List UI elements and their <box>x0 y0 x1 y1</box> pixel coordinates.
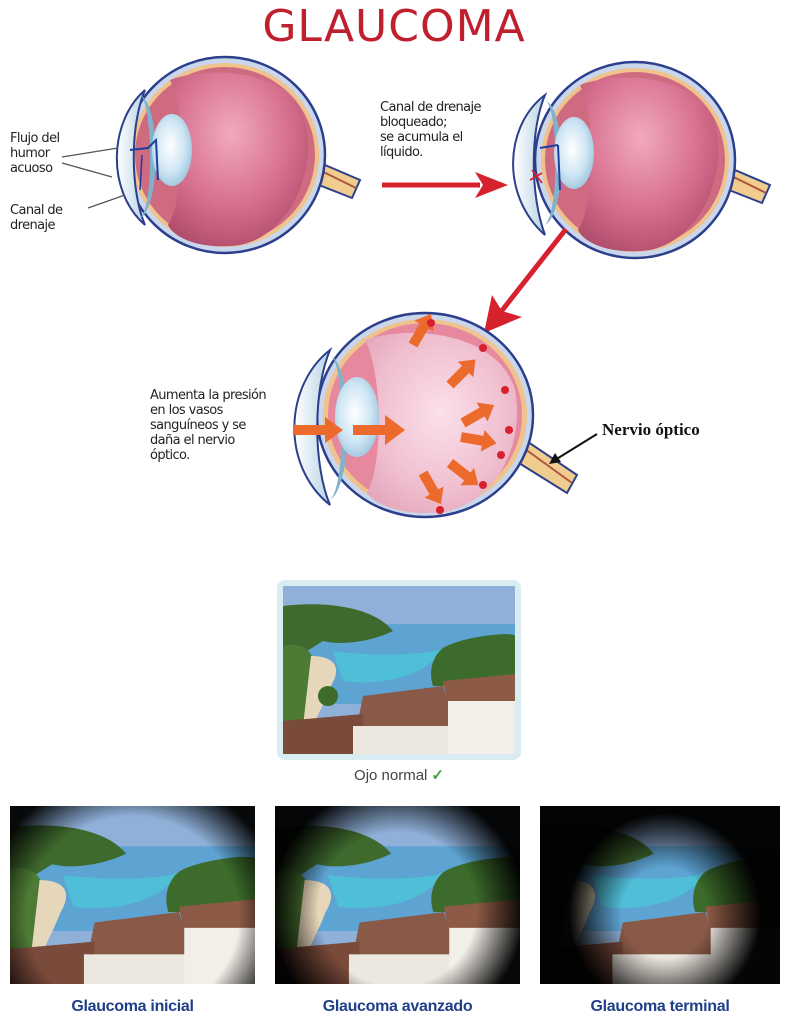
label-line: Canal de drenaje <box>380 100 482 115</box>
label-line: bloqueado; <box>380 115 447 130</box>
normal-vision-photo <box>283 586 515 754</box>
checkmark-icon: ✓ <box>431 767 444 784</box>
label-optic-nerve: Nervio óptico <box>602 420 700 439</box>
label-line: se acumula el <box>380 130 463 145</box>
label-line: drenaje <box>10 218 56 233</box>
stage-photo-advanced <box>275 806 520 984</box>
label-line: Flujo del <box>10 131 60 146</box>
stage-caption-advanced: Glaucoma avanzado <box>322 998 473 1015</box>
label-aqueous-flow: Flujo del humor acuoso <box>10 131 60 176</box>
arrow-right-icon <box>382 172 508 198</box>
normal-vision-caption: Ojo normal✓ <box>277 766 521 784</box>
arrow-down-left-icon <box>484 227 568 333</box>
label-line: Aumenta la presión <box>150 388 267 403</box>
leader-lines-eye-normal <box>61 147 126 209</box>
normal-vision-photo-frame <box>277 580 521 760</box>
stage-caption-terminal: Glaucoma terminal <box>590 998 730 1015</box>
label-line: sanguíneos y se <box>150 418 246 433</box>
stage-caption-initial: Glaucoma inicial <box>71 998 194 1015</box>
label-line: acuoso <box>10 161 53 176</box>
label-line: en los vasos <box>150 403 223 418</box>
label-line: daña el nervio <box>150 433 235 448</box>
eye-pressure-illustration <box>293 311 579 519</box>
label-pressure: Aumenta la presión en los vasos sanguíne… <box>150 388 267 463</box>
page-title: GLAUCOMA <box>262 1 526 52</box>
label-line: líquido. <box>380 145 423 160</box>
label-drainage-canal: Canal de drenaje <box>10 203 63 233</box>
stage-photo-initial <box>10 806 255 984</box>
label-line: Canal de <box>10 203 63 218</box>
caption-text: Ojo normal <box>354 767 428 784</box>
label-blocked-canal: Canal de drenaje bloqueado; se acumula e… <box>380 100 482 160</box>
eye-normal-illustration <box>115 55 362 255</box>
label-line: humor <box>10 146 50 161</box>
label-line: óptico. <box>150 448 190 463</box>
arrow-pointer-icon <box>549 433 598 464</box>
stage-photo-terminal <box>540 806 780 984</box>
eye-blocked-illustration <box>512 60 772 260</box>
